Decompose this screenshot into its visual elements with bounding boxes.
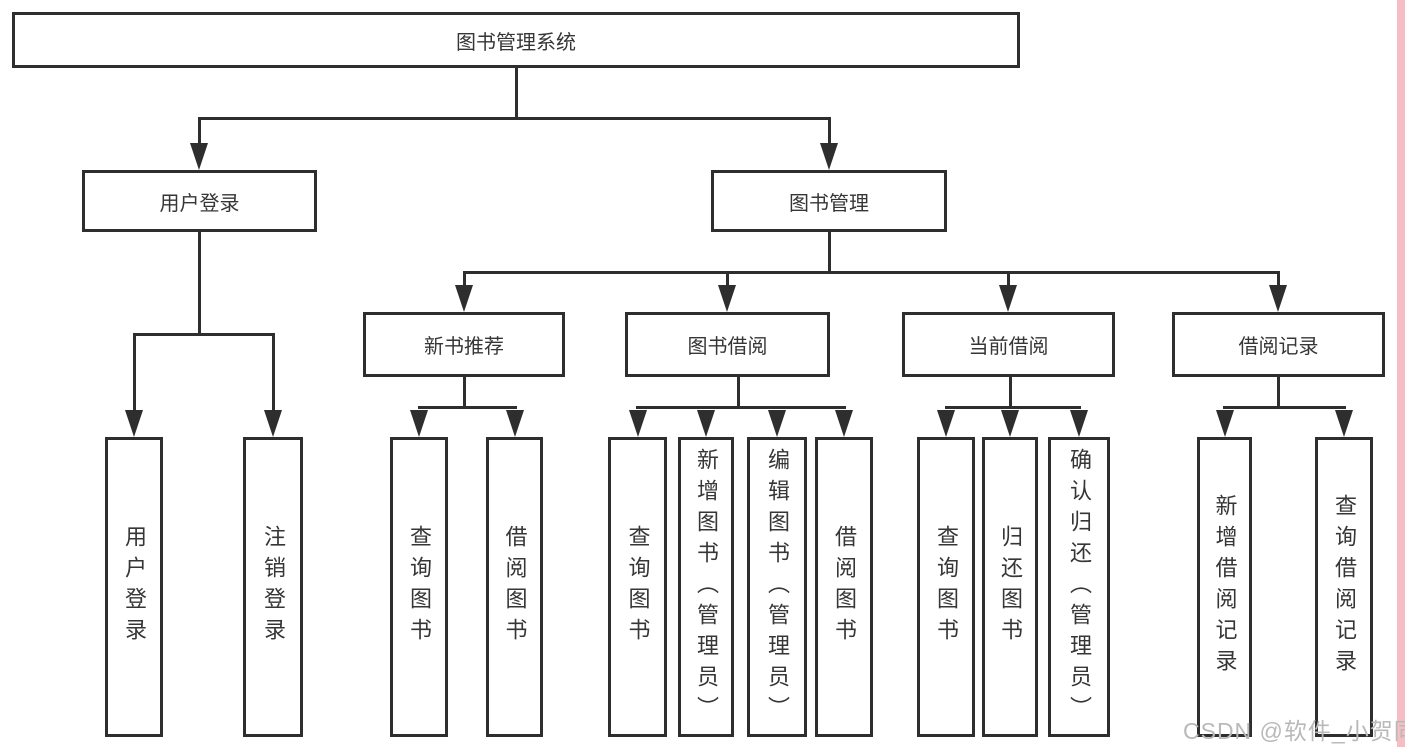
- node-label: 编辑图书（管理员）: [765, 447, 790, 727]
- connector-line: [1276, 274, 1280, 287]
- node-user-login: 用户登录: [82, 170, 317, 232]
- connector-line: [462, 377, 466, 409]
- connector-line: [462, 274, 466, 287]
- node-label: 用户登录: [159, 192, 240, 215]
- arrow-down-icon: [190, 143, 208, 170]
- leaf-logout: 注销登录: [243, 437, 303, 737]
- arrow-down-icon: [697, 410, 715, 437]
- arrow-down-icon: [1001, 410, 1019, 437]
- connector-line: [132, 333, 275, 336]
- leaf-confirm-return-admin: 确认归还（管理员）: [1048, 437, 1110, 737]
- node-borrowing-records: 借阅记录: [1172, 312, 1385, 377]
- leaf-query-borrow-record: 查询借阅记录: [1315, 437, 1373, 737]
- node-label: 确认归还（管理员）: [1067, 447, 1092, 727]
- arrow-down-icon: [455, 285, 473, 312]
- watermark: CSDN @软件_小贺同学: [1183, 718, 1405, 744]
- connector-line: [197, 232, 201, 336]
- arrow-down-icon: [264, 410, 282, 437]
- node-label: 图书借阅: [687, 336, 768, 358]
- leaf-query-books-current: 查询图书: [917, 437, 975, 737]
- connector-line: [514, 68, 518, 120]
- node-label: 图书管理: [789, 192, 869, 215]
- watermark-accent-strip: [1397, 0, 1405, 747]
- node-label: 注销登录: [261, 525, 286, 649]
- connector-line: [827, 232, 831, 274]
- node-label: 查询图书: [407, 525, 432, 649]
- node-label: 新增借阅记录: [1212, 494, 1238, 680]
- node-label: 用户登录: [122, 525, 147, 649]
- node-label: 查询借阅记录: [1332, 494, 1357, 680]
- connector-line: [1276, 377, 1280, 409]
- node-label: 借阅图书: [832, 525, 857, 649]
- leaf-add-book-admin: 新增图书（管理员）: [678, 437, 734, 737]
- connector-line: [197, 120, 201, 145]
- connector-line: [736, 377, 740, 409]
- leaf-borrow-books-recommend: 借阅图书: [486, 437, 543, 737]
- node-label: 新增图书（管理员）: [694, 447, 719, 727]
- connector-line: [197, 117, 831, 120]
- arrow-down-icon: [410, 410, 428, 437]
- arrow-down-icon: [1215, 410, 1234, 437]
- node-label: 图书管理系统: [456, 31, 576, 54]
- leaf-borrow-books: 借阅图书: [815, 437, 873, 737]
- connector-line: [944, 406, 1081, 409]
- arrow-down-icon: [505, 410, 524, 437]
- arrow-down-icon: [937, 410, 955, 437]
- node-current-borrowing: 当前借阅: [902, 312, 1115, 377]
- node-new-book-recommend: 新书推荐: [363, 312, 565, 377]
- node-label: 归还图书: [998, 525, 1023, 649]
- arrow-down-icon: [1335, 410, 1353, 437]
- connector-line: [1008, 377, 1012, 409]
- arrow-down-icon: [1070, 410, 1088, 437]
- node-label: 新书推荐: [424, 336, 504, 358]
- node-label: 借阅图书: [502, 525, 528, 649]
- node-library-system: 图书管理系统: [12, 12, 1020, 68]
- arrow-down-icon: [125, 410, 143, 437]
- connector-line: [636, 406, 846, 409]
- node-book-management: 图书管理: [711, 170, 947, 232]
- node-label: 查询图书: [934, 525, 959, 649]
- arrow-down-icon: [718, 285, 736, 312]
- arrow-down-icon: [1269, 285, 1287, 312]
- node-label: 当前借阅: [968, 336, 1049, 358]
- leaf-edit-book-admin: 编辑图书（管理员）: [747, 437, 807, 737]
- arrow-down-icon: [768, 410, 786, 437]
- leaf-return-books: 归还图书: [982, 437, 1038, 737]
- connector-line: [271, 336, 275, 412]
- leaf-user-login: 用户登录: [105, 437, 163, 737]
- connector-line: [462, 271, 1280, 274]
- connector-line: [417, 406, 517, 409]
- connector-line: [827, 120, 831, 145]
- connector-line: [132, 336, 136, 412]
- connector-line: [1223, 406, 1346, 409]
- connector-line: [1006, 274, 1010, 287]
- node-label: 借阅记录: [1238, 336, 1319, 358]
- leaf-query-books-recommend: 查询图书: [390, 437, 448, 737]
- node-book-borrowing: 图书借阅: [625, 312, 830, 377]
- connector-line: [725, 274, 729, 287]
- leaf-add-borrow-record: 新增借阅记录: [1197, 437, 1252, 737]
- node-label: 查询图书: [625, 525, 651, 649]
- arrow-down-icon: [628, 410, 647, 437]
- arrow-down-icon: [820, 143, 838, 170]
- arrow-down-icon: [999, 285, 1017, 312]
- arrow-down-icon: [835, 410, 853, 437]
- leaf-query-books-borrowing: 查询图书: [608, 437, 667, 737]
